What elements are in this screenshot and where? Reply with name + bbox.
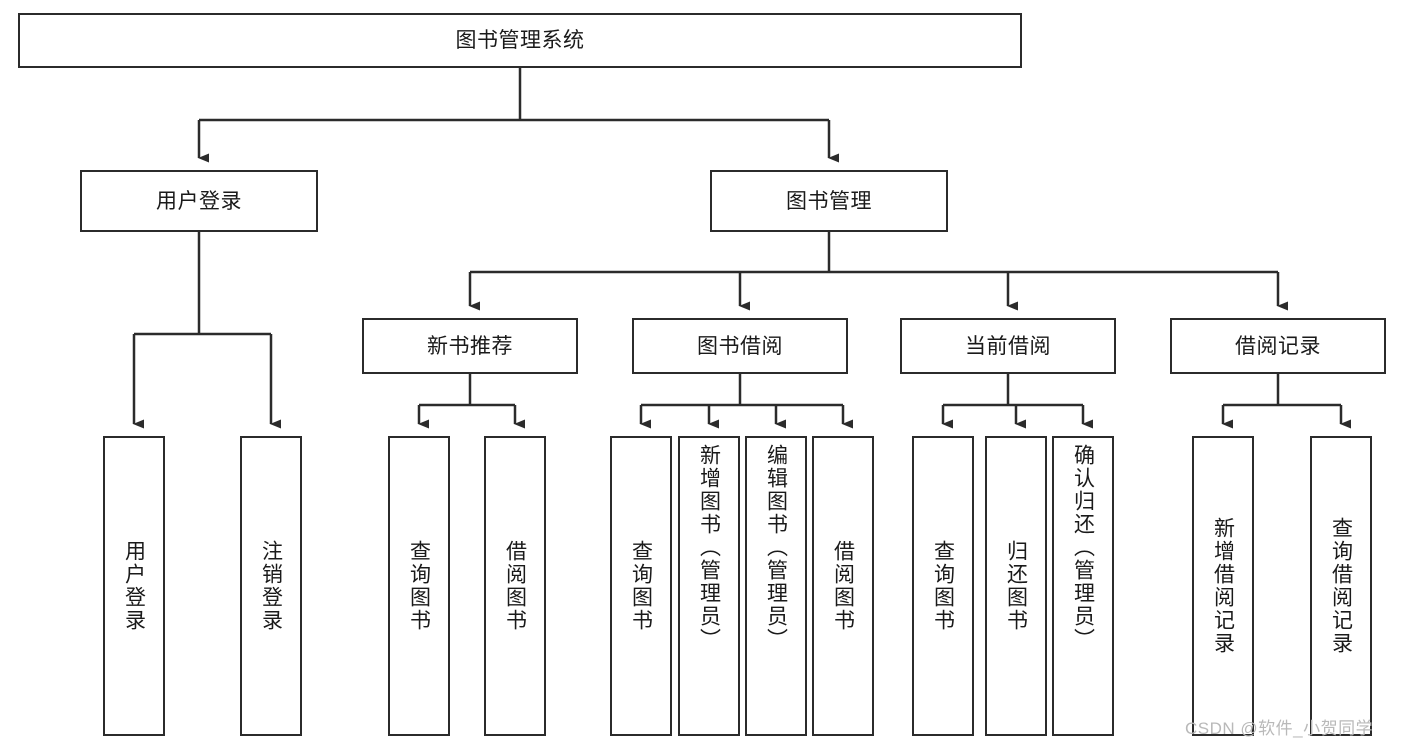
node-user-login-do[interactable]: 用户登录 [103,436,165,736]
node-current-borrow[interactable]: 当前借阅 [900,318,1116,374]
node-book-management[interactable]: 图书管理 [710,170,948,232]
node-return-book[interactable]: 归还图书 [985,436,1047,736]
node-borrow-book-1-label: 借阅图书 [503,540,527,632]
node-root[interactable]: 图书管理系统 [18,13,1022,68]
node-borrow-records-label: 借阅记录 [1235,334,1321,358]
node-confirm-return-admin[interactable]: 确认归还（管理员） [1052,436,1114,736]
node-query-book-1-label: 查询图书 [407,540,431,632]
node-book-borrow[interactable]: 图书借阅 [632,318,848,374]
node-user-logout[interactable]: 注销登录 [240,436,302,736]
node-user-login-do-label: 用户登录 [122,540,146,632]
node-book-borrow-label: 图书借阅 [697,334,783,358]
node-return-book-label: 归还图书 [1004,540,1028,632]
node-borrow-book-2[interactable]: 借阅图书 [812,436,874,736]
node-query-book-2[interactable]: 查询图书 [610,436,672,736]
node-root-label: 图书管理系统 [455,29,585,52]
node-add-book-admin[interactable]: 新增图书（管理员） [678,436,740,736]
node-borrow-book-2-label: 借阅图书 [831,540,855,632]
node-book-management-label: 图书管理 [786,189,872,213]
node-borrow-records[interactable]: 借阅记录 [1170,318,1386,374]
node-query-borrow-record[interactable]: 查询借阅记录 [1310,436,1372,736]
node-user-login[interactable]: 用户登录 [80,170,318,232]
node-user-login-label: 用户登录 [156,189,242,213]
node-edit-book-admin[interactable]: 编辑图书（管理员） [745,436,807,736]
node-add-book-admin-label: 新增图书（管理员） [697,444,721,651]
node-add-borrow-record-label: 新增借阅记录 [1211,517,1235,655]
node-user-logout-label: 注销登录 [259,540,283,632]
watermark-text: CSDN @软件_小贺同学 [1185,719,1374,738]
node-borrow-book-1[interactable]: 借阅图书 [484,436,546,736]
node-query-borrow-record-label: 查询借阅记录 [1329,517,1353,655]
node-new-book-recommend[interactable]: 新书推荐 [362,318,578,374]
node-query-book-3[interactable]: 查询图书 [912,436,974,736]
node-new-book-recommend-label: 新书推荐 [427,334,513,358]
node-current-borrow-label: 当前借阅 [965,334,1051,358]
node-query-book-1[interactable]: 查询图书 [388,436,450,736]
node-query-book-3-label: 查询图书 [931,540,955,632]
node-add-borrow-record[interactable]: 新增借阅记录 [1192,436,1254,736]
node-confirm-return-admin-label: 确认归还（管理员） [1071,444,1095,651]
node-edit-book-admin-label: 编辑图书（管理员） [764,444,788,651]
node-query-book-2-label: 查询图书 [629,540,653,632]
